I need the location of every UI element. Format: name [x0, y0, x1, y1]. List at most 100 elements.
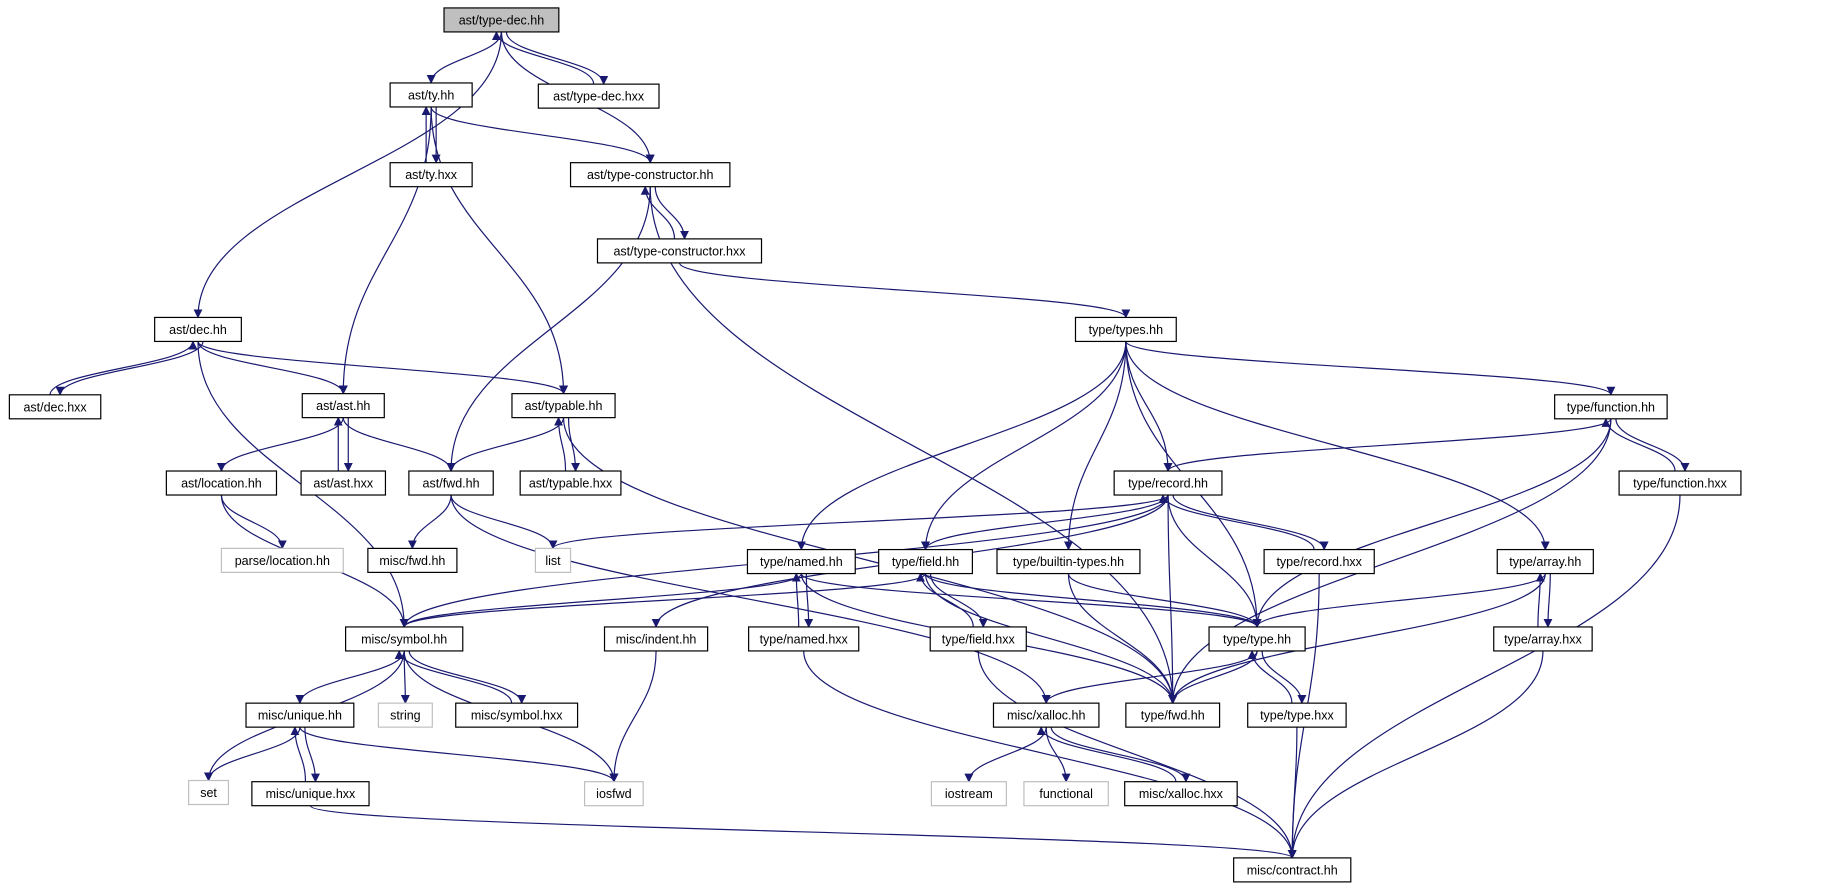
edge-88-misc-unique-hxx-to-misc-unique-hh — [290, 726, 307, 782]
node-type-named-hxx[interactable]: type/named.hxx — [748, 626, 860, 652]
node-label: ast/ast.hxx — [313, 477, 373, 491]
edge-25-ast-typable-hh-to-ast-typable-hxx — [567, 417, 581, 472]
node-label: misc/contract.hh — [1247, 863, 1338, 877]
edge-11-ast-type-constructor-hxx-to-ast-type-constructor-hh — [640, 185, 676, 239]
node-misc-xalloc-hh[interactable]: misc/xalloc.hh — [992, 702, 1100, 728]
node-misc-fwd-hh[interactable]: misc/fwd.hh — [367, 547, 458, 573]
node-list: list — [534, 547, 572, 573]
node-label: type/array.hxx — [1504, 632, 1582, 646]
node-type-field-hh[interactable]: type/field.hh — [878, 548, 973, 575]
node-ast-ast-hh[interactable]: ast/ast.hh — [301, 393, 385, 419]
edge-27-ast-typable-hh-to-type-fwd-hh — [562, 417, 1178, 705]
node-type-types-hh[interactable]: type/types.hh — [1074, 316, 1177, 343]
node-ast-location-hh[interactable]: ast/location.hh — [165, 470, 278, 496]
node-type-type-hh[interactable]: type/type.hh — [1208, 626, 1306, 652]
edge-14-ast-type-constructor-hxx-to-type-types-hh — [678, 262, 1131, 319]
node-label: iostream — [945, 787, 993, 801]
node-box — [345, 626, 464, 652]
edge-86-misc-unique-hh-to-set — [204, 727, 301, 782]
node-ast-type-constructor-hxx[interactable]: ast/type-constructor.hxx — [596, 238, 763, 264]
node-label: ast/ty.hh — [408, 88, 454, 102]
node-box — [408, 470, 494, 496]
node-type-named-hh[interactable]: type/named.hh — [746, 548, 856, 575]
edge-43-type-function-hh-to-type-type-hh — [1252, 418, 1612, 628]
edge-36-type-types-hh-to-type-field-hh — [921, 341, 1127, 551]
node-misc-indent-hh[interactable]: misc/indent.hh — [603, 626, 709, 652]
edge-37-type-types-hh-to-type-builtin-types-hh — [1063, 341, 1127, 551]
node-box — [389, 162, 473, 188]
node-ast-ty-hh[interactable]: ast/ty.hh — [389, 82, 473, 108]
edge-73-type-array-hxx-to-misc-contract-hh — [1287, 650, 1544, 859]
node-box — [519, 470, 622, 496]
node-label: ast/type-constructor.hxx — [613, 244, 746, 258]
node-type-fwd-hh[interactable]: type/fwd.hh — [1125, 702, 1221, 728]
node-box — [1496, 548, 1594, 575]
node-label: type/type.hxx — [1260, 709, 1334, 723]
edge-49-type-record-hh-to-type-field-hh — [921, 494, 1169, 551]
node-ast-typable-hh[interactable]: ast/typable.hh — [511, 393, 616, 419]
edge-8-ast-ty-hh-to-ast-ast-hh — [338, 106, 432, 395]
edge-93-misc-xalloc-hh-to-misc-xalloc-hxx — [1050, 726, 1191, 783]
node-type-record-hxx[interactable]: type/record.hxx — [1263, 548, 1375, 575]
edge-30-ast-fwd-hh-to-misc-fwd-hh — [407, 494, 452, 550]
node-box — [251, 781, 370, 807]
edge-94-misc-xalloc-hxx-to-misc-xalloc-hh — [1036, 726, 1177, 782]
node-misc-contract-hh[interactable]: misc/contract.hh — [1233, 857, 1352, 883]
node-iosfwd: iosfwd — [584, 781, 644, 807]
node-type-field-hxx[interactable]: type/field.hxx — [929, 626, 1027, 652]
node-box — [245, 702, 355, 728]
node-misc-xalloc-hxx[interactable]: misc/xalloc.hxx — [1124, 781, 1238, 807]
edge-4-ast-type-dec-hh-to-ast-dec-hh — [193, 31, 503, 319]
node-box — [569, 162, 731, 188]
node-type-type-hxx[interactable]: type/type.hxx — [1247, 702, 1347, 728]
edge-9-ast-ty-hh-to-ast-typable-hh — [430, 106, 569, 395]
node-box — [1493, 626, 1593, 652]
edge-42-type-function-hxx-to-type-function-hh — [1601, 417, 1676, 472]
node-label: ast/ast.hh — [316, 399, 370, 413]
node-label: ast/dec.hxx — [23, 400, 87, 414]
node-misc-symbol-hxx[interactable]: misc/symbol.hxx — [455, 702, 579, 728]
edge-45-type-function-hxx-to-misc-contract-hh — [1287, 495, 1681, 859]
node-box — [455, 702, 579, 728]
node-ast-ty-hxx[interactable]: ast/ty.hxx — [389, 162, 473, 188]
node-type-array-hh[interactable]: type/array.hh — [1496, 548, 1594, 575]
node-misc-unique-hxx[interactable]: misc/unique.hxx — [251, 781, 370, 807]
node-type-record-hh[interactable]: type/record.hh — [1113, 470, 1223, 496]
edge-82-type-type-hh-to-type-fwd-hh — [1168, 650, 1258, 705]
edge-52-type-record-hh-to-type-type-hh — [1167, 495, 1262, 628]
node-box — [596, 238, 763, 264]
node-label: type/types.hh — [1089, 323, 1163, 337]
node-label: ast/typable.hh — [525, 399, 603, 413]
node-type-array-hxx[interactable]: type/array.hxx — [1493, 626, 1593, 652]
node-ast-type-dec-hh[interactable]: ast/type-dec.hh — [443, 7, 560, 33]
edge-83-type-type-hh-to-type-type-hxx — [1261, 650, 1307, 705]
node-box — [8, 394, 102, 420]
node-ast-fwd-hh[interactable]: ast/fwd.hh — [408, 470, 494, 496]
edge-64-type-field-hh-to-type-type-hh — [924, 573, 1262, 628]
node-misc-symbol-hh[interactable]: misc/symbol.hh — [345, 626, 464, 652]
node-ast-dec-hxx[interactable]: ast/dec.hxx — [8, 394, 102, 420]
edge-46-type-record-hh-to-list — [548, 494, 1169, 550]
edge-84-type-type-hxx-to-type-type-hh — [1247, 650, 1293, 704]
node-type-builtin-types-hh[interactable]: type/builtin-types.hh — [996, 548, 1141, 575]
edge-0-ast-type-dec-hh-to-ast-ty-hh — [426, 31, 503, 84]
node-label: ast/type-dec.hxx — [553, 90, 645, 104]
node-box — [584, 781, 644, 807]
node-ast-typable-hxx[interactable]: ast/typable.hxx — [519, 470, 622, 496]
node-label: type/array.hh — [1509, 555, 1581, 569]
node-label: misc/xalloc.hh — [1007, 709, 1086, 723]
node-misc-unique-hh[interactable]: misc/unique.hh — [245, 702, 355, 728]
node-ast-dec-hh[interactable]: ast/dec.hh — [154, 316, 242, 343]
node-ast-type-dec-hxx[interactable]: ast/type-dec.hxx — [537, 83, 660, 109]
node-type-function-hxx[interactable]: type/function.hxx — [1618, 470, 1742, 496]
node-label: ast/fwd.hh — [423, 477, 480, 491]
node-ast-type-constructor-hh[interactable]: ast/type-constructor.hh — [569, 162, 731, 188]
node-box — [377, 702, 433, 728]
edge-50-type-record-hh-to-type-record-hxx — [1172, 494, 1329, 551]
edge-80-misc-indent-hh-to-iosfwd — [609, 650, 657, 783]
edge-91-misc-xalloc-hh-to-iostream — [964, 727, 1047, 783]
node-ast-ast-hxx[interactable]: ast/ast.hxx — [300, 470, 387, 496]
node-label: type/record.hxx — [1276, 555, 1362, 569]
edge-56-type-named-hh-to-type-named-hxx — [804, 573, 814, 628]
node-type-function-hh[interactable]: type/function.hh — [1554, 394, 1668, 420]
